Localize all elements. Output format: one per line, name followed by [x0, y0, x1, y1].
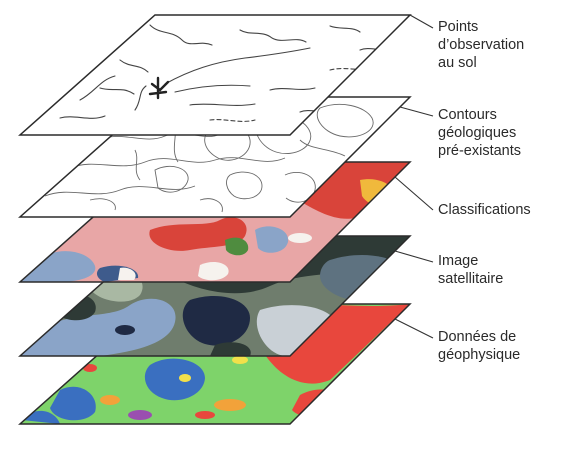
label-line: géologiques: [438, 125, 517, 141]
leader-line-observations: [409, 14, 434, 29]
label-line: Classifications: [438, 202, 531, 218]
label-line: Contours: [438, 107, 497, 123]
leader-line-geophysics: [394, 318, 434, 339]
leader-line-classifications: [394, 176, 434, 211]
label-geological-contours: Contours géologiques pré-existants: [438, 106, 521, 160]
label-line: satellitaire: [438, 271, 504, 287]
label-observation-points: Points d’observation au sol: [438, 18, 524, 72]
leader-line-contours: [399, 106, 434, 117]
leader-line-satellite: [394, 250, 434, 263]
label-geophysics: Données de géophysique: [438, 328, 520, 364]
label-line: Données de: [438, 329, 517, 345]
label-line: pré-existants: [438, 143, 522, 159]
label-line: Points: [438, 19, 479, 35]
layer-ground-observations: [18, 14, 412, 136]
label-line: d’observation: [438, 37, 525, 53]
label-classifications: Classifications: [438, 201, 531, 219]
label-line: au sol: [438, 55, 477, 71]
observation-point-marker: [148, 76, 170, 100]
label-line: géophysique: [438, 347, 521, 363]
leader-lines: [394, 14, 434, 339]
label-satellite-image: Image satellitaire: [438, 252, 503, 288]
label-line: Image: [438, 253, 479, 269]
